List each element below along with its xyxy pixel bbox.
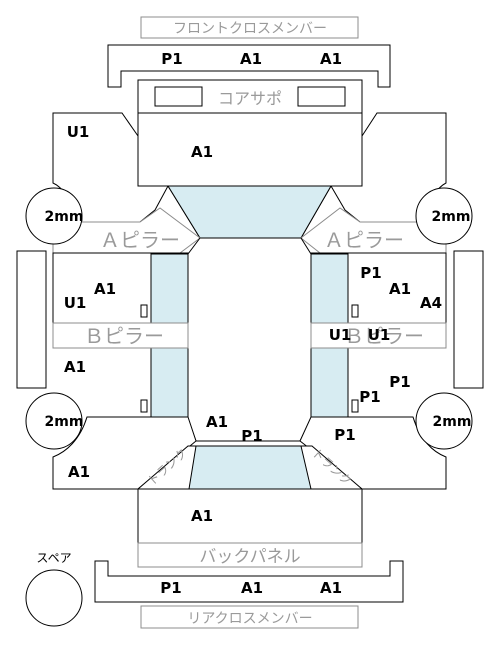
windshield (167, 185, 332, 239)
back-panel-label: バックパネル (199, 547, 300, 567)
rear-cross-member-outline (94, 560, 404, 603)
front-right-door-code-1: P1 (360, 264, 381, 282)
roof-code-2: P1 (241, 427, 262, 445)
front-right-wheel: 2mm (415, 187, 473, 245)
b-pillar-left: Ｂピラー (52, 322, 189, 349)
front-cross-member-outline (107, 44, 391, 88)
spare-tire (25, 569, 83, 627)
rear-right-door-code-1: P1 (389, 373, 410, 391)
b-pillar-right: Ｂピラー U1 U1 (310, 322, 447, 349)
front-right-door-handle (351, 304, 359, 318)
trunk-lid (137, 488, 363, 544)
spare-label: スペア (36, 551, 71, 565)
rear-left-window (150, 347, 189, 418)
back-panel-box (137, 542, 363, 568)
rear-right-wheel-measurement: 2mm (433, 414, 472, 430)
left-rocker-panel (16, 250, 47, 389)
front-left-door-handle (140, 304, 148, 318)
b-pillar-right-band (310, 322, 447, 349)
b-pillar-left-label: Ｂピラー (84, 324, 164, 348)
front-left-fender-code: U1 (67, 123, 90, 141)
rear-right-door-code-2: P1 (359, 388, 380, 406)
rear-left-wheel: 2mm (25, 392, 84, 450)
front-left-door: U1 A1 (52, 252, 189, 324)
headlight-right (297, 86, 346, 107)
rear-right-door-handle (351, 399, 359, 413)
b-pillar-left-band (52, 322, 189, 349)
roof-code-1: A1 (206, 413, 228, 431)
front-cross-member: フロントクロスメンバー P1 A1 A1 (107, 16, 391, 88)
front-left-door-code-2: A1 (94, 280, 116, 298)
rear-cross-member-label: リアクロスメンバー (187, 611, 312, 627)
front-right-door-code-2: A1 (389, 280, 411, 298)
front-left-wheel: 2mm (25, 187, 84, 245)
front-left-door-code-1: U1 (64, 294, 87, 312)
front-cross-member-label: フロントクロスメンバー (173, 21, 327, 37)
rear-right-window (310, 347, 349, 418)
rear-cross-code-3: A1 (320, 579, 342, 597)
front-cross-member-label-box (140, 16, 359, 39)
rear-window (188, 445, 312, 490)
front-right-window (310, 253, 349, 324)
rear-left-wheel-measurement: 2mm (45, 414, 84, 430)
rear-right-wheel-circle (415, 392, 473, 450)
rear-cross-code-2: A1 (241, 579, 263, 597)
right-rocker-panel (453, 250, 484, 389)
rear-right-wheel: 2mm (415, 392, 473, 450)
front-left-wheel-measurement: 2mm (45, 209, 84, 225)
rear-cross-member: P1 A1 A1 リアクロスメンバー (94, 560, 404, 629)
a-pillar-right-label: Ａピラー (324, 228, 404, 252)
b-pillar-right-label: Ｂピラー (344, 324, 424, 348)
hood-code: A1 (191, 143, 213, 161)
front-cross-code-1: P1 (161, 50, 182, 68)
core-support: コアサポ (137, 79, 363, 114)
core-support-label: コアサポ (218, 89, 282, 108)
right-quarter-code: P1 (334, 426, 355, 444)
front-right-wheel-circle (415, 187, 473, 245)
roof (187, 237, 312, 442)
rear-left-door-code: A1 (64, 358, 86, 376)
front-right-door: P1 A1 A4 (310, 252, 447, 324)
rear-left-wheel-circle (25, 392, 83, 450)
front-left-window (150, 253, 189, 324)
front-right-door-code-3: A4 (420, 294, 442, 312)
front-left-wheel-circle (25, 187, 83, 245)
a-pillar-left-label: Ａピラー (100, 228, 180, 252)
rear-cross-member-label-box (140, 605, 359, 629)
rear-left-door-handle (140, 399, 148, 413)
left-quarter-code: A1 (68, 463, 90, 481)
rear-cross-code-1: P1 (160, 579, 181, 597)
front-cross-code-2: A1 (240, 50, 262, 68)
b-pillar-right-code-1: U1 (329, 326, 352, 344)
front-cross-code-3: A1 (320, 50, 342, 68)
a-pillar-right: Ａピラー (300, 207, 447, 254)
trunk-lid-code: A1 (191, 507, 213, 525)
headlight-left (154, 86, 203, 107)
front-right-wheel-measurement: 2mm (432, 209, 471, 225)
b-pillar-right-code-2: U1 (368, 326, 391, 344)
